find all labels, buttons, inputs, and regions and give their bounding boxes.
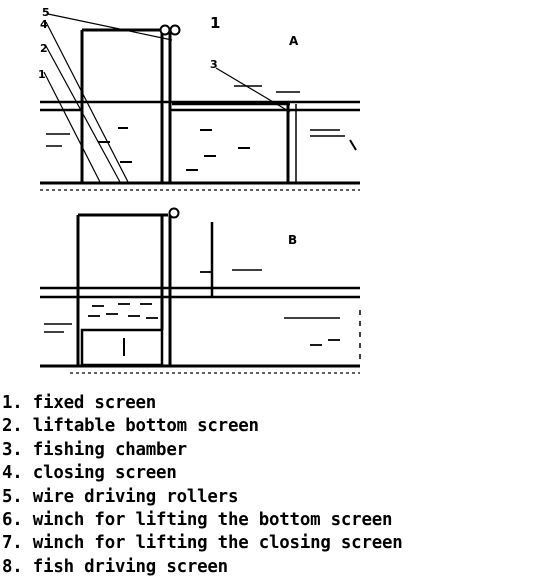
small-labels-b	[44, 269, 340, 333]
small-labels-a	[46, 85, 345, 147]
callout-5: 5	[42, 6, 50, 19]
flow-marks-a	[98, 127, 357, 171]
panel-b-label: B	[288, 233, 297, 247]
fish-trap-diagram: A 1 5 4 2 1 3	[38, 6, 361, 374]
wire-roller-b	[168, 207, 180, 219]
legend-item-5: 5. wire driving rollers	[2, 486, 239, 507]
legend-item-4: 4. closing screen	[2, 463, 177, 484]
legend-item-6: 6. winch for lifting the bottom screen	[2, 509, 393, 530]
legend-item-3: 3. fishing chamber	[2, 439, 187, 460]
legend-item-1: 1. fixed screen	[2, 393, 157, 413]
panel-a-label: A	[289, 34, 299, 48]
lifted-bottom-screen-b	[80, 328, 164, 367]
callout-1: 1	[38, 68, 46, 81]
legend-list: 1. fixed screen 2. liftable bottom scree…	[2, 392, 403, 579]
bottom-b	[40, 364, 360, 374]
fishing-chamber-a	[80, 28, 172, 183]
water-surface-a	[40, 100, 360, 112]
wire-rollers-a	[159, 24, 181, 36]
fishing-chamber-b	[76, 213, 172, 365]
water-surface-b	[40, 286, 360, 299]
legend-item-7: 7. winch for lifting the closing screen	[2, 533, 403, 554]
callout-3: 3	[210, 58, 218, 71]
fish-marks-b	[88, 271, 340, 346]
bottom-a	[40, 181, 360, 191]
legend-item-2: 2. liftable bottom screen	[2, 416, 259, 437]
legend-item-8: 8. fish driving screen	[2, 556, 228, 577]
callout-4: 4	[40, 18, 48, 31]
callout-numbers: 5 4 2 1 3	[38, 6, 218, 81]
panel-a	[40, 13, 360, 191]
callout-2: 2	[40, 42, 48, 55]
panel-b	[40, 207, 361, 374]
panel-a-marker: 1	[210, 14, 220, 32]
